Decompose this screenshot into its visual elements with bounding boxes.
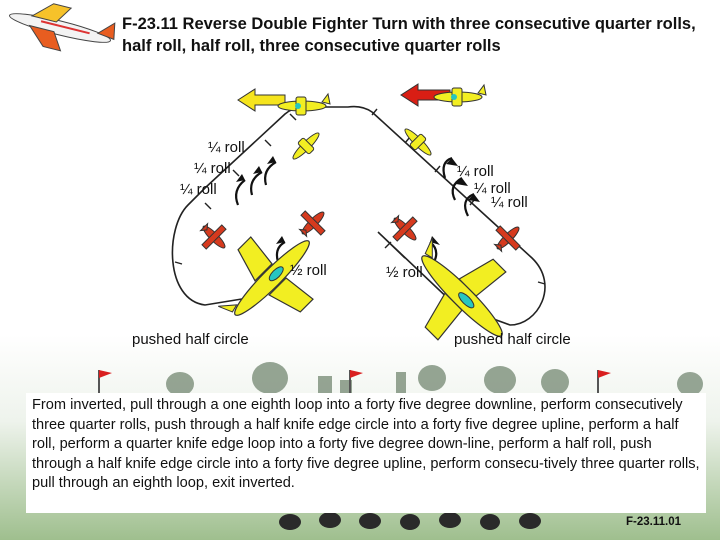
quarter-roll-label: ¼ roll — [194, 160, 231, 177]
spectator-icon — [279, 512, 541, 530]
figure-title: F-23.11 Reverse Double Fighter Turn with… — [122, 15, 696, 55]
plane-icon — [292, 132, 320, 160]
maneuver-description: From inverted, pull through a one eighth… — [26, 393, 706, 513]
quarter-roll-label: ¼ roll — [208, 139, 245, 156]
quarter-roll-label: ¼ roll — [180, 181, 217, 198]
quarter-roll-label: ¼ roll — [474, 180, 511, 197]
plane-icon — [493, 225, 521, 253]
quarter-roll-label: ¼ roll — [457, 163, 494, 180]
pushed-half-circle-label: pushed half circle — [132, 331, 249, 348]
plane-icon — [404, 128, 432, 156]
logo-plane-icon — [9, 3, 116, 52]
tree-icon — [166, 362, 703, 396]
plane-icon — [199, 222, 227, 250]
quarter-roll-label: ¼ roll — [491, 194, 528, 211]
plane-icon — [277, 92, 331, 116]
plane-icon — [421, 237, 507, 341]
plane-icon — [298, 210, 326, 238]
plane-icon — [218, 236, 314, 316]
half-roll-label: ½ roll — [386, 264, 423, 281]
plane-icon — [433, 83, 487, 107]
pushed-half-circle-label: pushed half circle — [454, 331, 571, 348]
half-roll-label: ½ roll — [290, 262, 327, 279]
roll-arrows — [235, 156, 475, 263]
direction-arrow-icon — [237, 83, 451, 112]
plane-icon — [390, 214, 418, 242]
figure-code: F-23.11.01 — [626, 516, 681, 528]
flag-icon — [98, 370, 611, 395]
